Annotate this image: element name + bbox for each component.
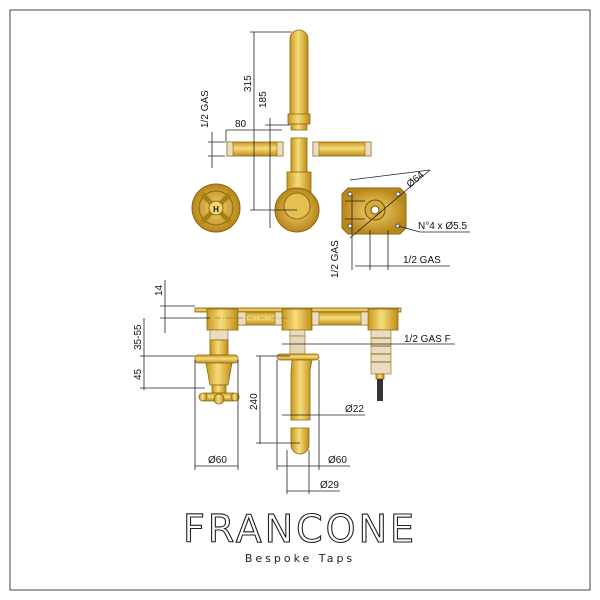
dim-handle-height: 45 (133, 368, 144, 380)
side-view-spout (276, 329, 320, 455)
side-view-hose (370, 329, 392, 401)
dim-wall-depth: 35-55 (133, 324, 144, 350)
handle-letter: H (213, 205, 219, 214)
dim-handle-rosette: Ø60 (208, 455, 227, 466)
dim-spout-rosette: Ø60 (328, 455, 347, 466)
dim-outlet-thread: 1/2 GAS F (404, 334, 451, 345)
dim-plate: 14 (154, 284, 165, 296)
dim-spout-diameter: Ø22 (345, 404, 364, 415)
drawing-border (9, 9, 591, 591)
side-view-body (194, 307, 402, 331)
top-dimension-lines (208, 31, 470, 270)
dim-screw-holes: N°4 x Ø5.5 (418, 221, 467, 232)
dim-flange-thread-vertical: 1/2 GAS (330, 240, 341, 278)
dim-flange-thread-horizontal: 1/2 GAS (403, 255, 441, 266)
dim-height-total: 315 (243, 75, 254, 92)
front-view-spout (274, 29, 320, 233)
dim-pipe-thread: 1/2 GAS (200, 90, 211, 128)
dim-pipe-length: 80 (235, 119, 247, 130)
side-dimension-lines (140, 280, 455, 494)
dim-spout-length: 240 (249, 393, 260, 410)
connector-pipes (226, 141, 372, 157)
dim-height-outlet: 185 (258, 91, 269, 108)
brand-tagline: Bespoke Taps (245, 552, 355, 565)
dim-spout-end: Ø29 (320, 480, 339, 491)
side-view-handle (194, 329, 240, 405)
cross-handle-front: H (191, 183, 241, 233)
wall-flange-view (341, 187, 407, 235)
brand-logo: FRANCONE (183, 507, 417, 551)
